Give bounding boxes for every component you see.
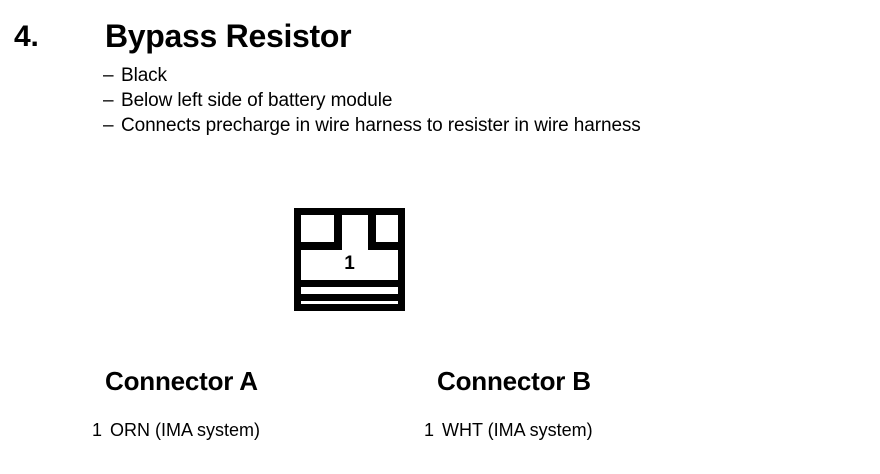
page-title: Bypass Resistor [105,18,352,54]
pin-number: 1 [91,420,102,440]
list-item: –Below left side of battery module [103,88,863,113]
item-number: 4. [14,20,39,53]
connector-block-a: Connector A 1 ORN (IMA system) [92,366,260,440]
slide-heading: 4. Bypass Resistor [0,10,880,54]
connector-b-pin-table: 1 WHT (IMA system) [412,418,593,442]
list-item-label: Below left side of battery module [121,90,393,111]
connector-cavity-base-left [301,242,342,250]
connector-b-heading: Connector B [437,366,591,396]
dash-icon: – [103,115,114,136]
connector-a-pin-table: 1 ORN (IMA system) [80,418,260,442]
list-item-label: Connects precharge in wire harness to re… [121,115,641,136]
connector-cavity-divider-left [334,215,342,249]
connector-pin-number-label: 1 [344,253,355,274]
list-item: –Black [103,63,863,88]
connector-a-heading: Connector A [105,366,258,396]
table-row: 1 ORN (IMA system) [80,418,260,442]
pin-description: WHT (IMA system) [442,420,593,440]
table-row: 1 WHT (IMA system) [412,418,593,442]
connector-rib-lower [301,294,398,301]
connector-body-outline [294,208,405,311]
connector-cavity-divider-right [368,215,376,249]
dash-icon: – [103,65,114,86]
connector-diagram: 1 [294,208,405,311]
connector-block-b: Connector B 1 WHT (IMA system) [424,366,593,440]
list-item-label: Black [121,65,167,86]
dash-icon: – [103,90,114,111]
bullet-list: –Black –Below left side of battery modul… [103,63,863,138]
pin-number: 1 [423,420,434,440]
connector-rib-upper [301,280,398,287]
connector-cavity-base-right [368,242,398,250]
list-item: –Connects precharge in wire harness to r… [103,113,863,138]
pin-description: ORN (IMA system) [110,420,261,440]
